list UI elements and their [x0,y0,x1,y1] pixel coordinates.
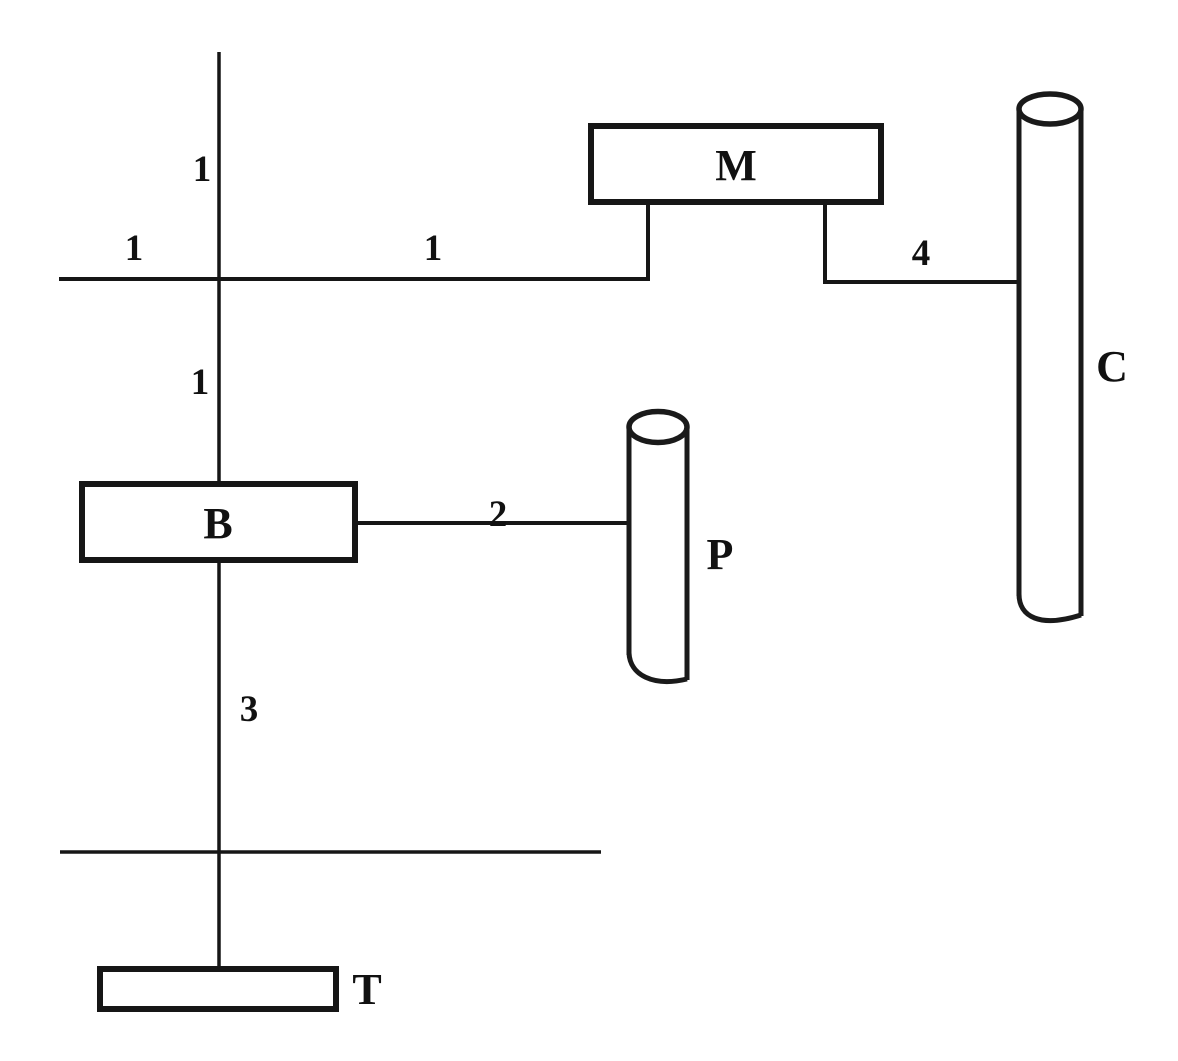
cylinder-c [1016,91,1084,624]
edge-label-b-to-t: 3 [240,689,259,730]
edge-label-horizontal-mid: 1 [424,228,443,269]
cylinder-c-top-ellipse [1016,91,1084,127]
block-b-label: B [203,499,232,548]
cylinder-p-bottom-arc [626,652,688,684]
edge-label-b-to-p: 2 [489,494,508,535]
block-m [588,123,884,205]
cylinder-c-label: C [1096,342,1128,391]
cylinder-p-label: P [707,530,734,579]
block-t [97,966,339,1012]
edge-label-vertical-mid: 1 [191,362,210,403]
block-t-label: T [352,965,381,1014]
edge-label-m-to-c: 4 [912,233,931,274]
edge-label-vertical-upper: 1 [193,149,212,190]
cylinder-p [626,408,690,684]
block-m-label: M [715,141,757,190]
cylinder-p-top-ellipse [626,408,690,446]
edge-label-horizontal-left: 1 [125,228,144,269]
block-b [79,481,358,563]
cylinder-c-bottom-arc [1016,593,1082,624]
